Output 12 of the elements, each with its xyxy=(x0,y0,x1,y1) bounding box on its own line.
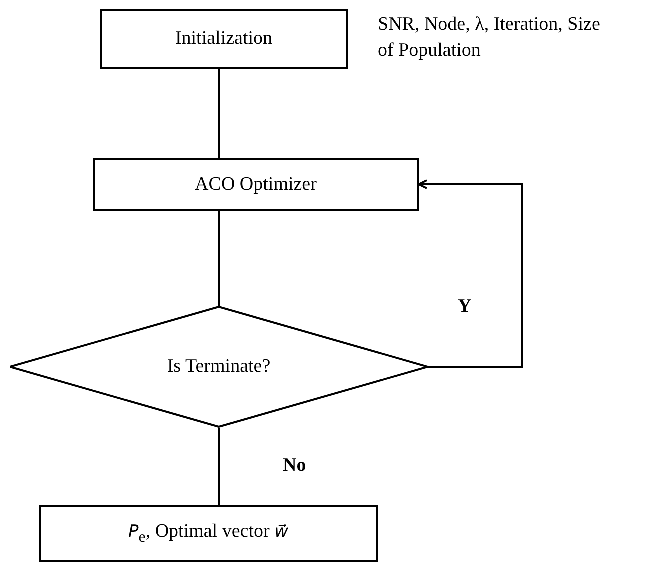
connector-line xyxy=(218,69,220,158)
process-box xyxy=(39,505,378,562)
decision-diamond xyxy=(10,306,428,428)
process-box xyxy=(100,9,348,69)
arrow xyxy=(418,180,523,368)
process-box xyxy=(93,158,419,211)
node-text: Is Terminate? xyxy=(167,356,271,378)
connector-line xyxy=(218,211,220,306)
connector-line xyxy=(218,428,220,505)
node-text: ACO Optimizer xyxy=(195,174,317,196)
node-text: Initialization xyxy=(175,28,273,50)
parameter-note: SNR, Node, λ, Iteration, Size of Population xyxy=(378,13,602,63)
